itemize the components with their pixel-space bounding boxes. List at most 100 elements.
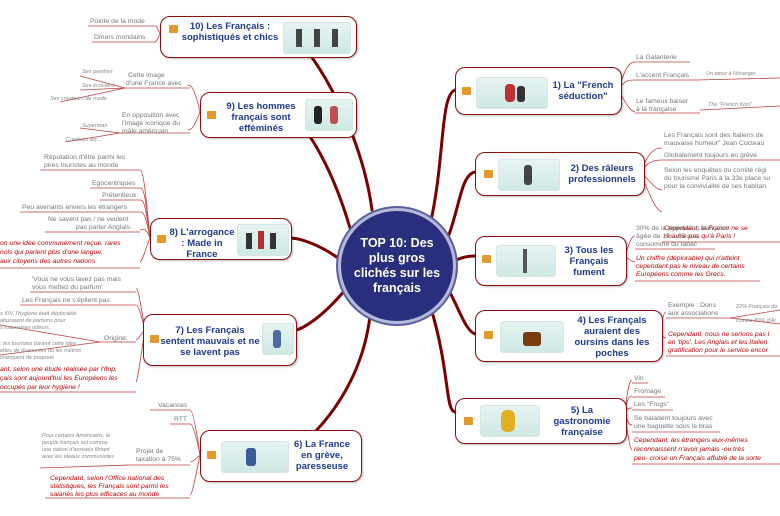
leaf-t1-french-kiss: The "French Kiss"	[708, 102, 752, 108]
topic-6-box[interactable]: 6) La France en grève, paresseuse	[200, 430, 362, 482]
topic-7-box[interactable]: 7) Les Français sentent mauvais et ne se…	[143, 314, 297, 366]
leaf-t2-cocteau-2: mauvaise humeur" Jean Cocteau	[664, 140, 765, 147]
leaf-t8-idee-3: aux citoyens des autres nations	[0, 258, 96, 265]
topic-10-box[interactable]: 10) Les Français : sophistiqués et chics	[160, 16, 357, 58]
leaf-t6-cependant-2: statistiques, les Français sont parmi le…	[50, 483, 169, 490]
topic-4-illustration	[500, 321, 564, 353]
topic-3-title: 3) Tous les Français fument	[564, 245, 614, 278]
leaf-t2-enquete-1: Selon les enquêtes du comité régi	[664, 167, 767, 174]
leaf-t9-cowboys: Cowboys etc...	[66, 137, 103, 143]
leaf-t3-stat-3: consomme du tabac	[636, 241, 698, 248]
leaf-t1-baiser: Le fameux baiser	[636, 98, 689, 105]
topic-3-illustration	[496, 245, 556, 277]
leaf-t10-mode: Pointe de la mode	[90, 18, 145, 25]
central-topic[interactable]: TOP 10: Des plus gros clichés sur les fr…	[338, 208, 456, 324]
topic-4-box[interactable]: 4) Les Français auraient des oursins dan…	[475, 310, 663, 362]
leaf-t8-egocentriques: Egocentriques	[92, 180, 136, 187]
leaf-t8-peu-avenants: Peu avenants envers les étrangers	[22, 204, 128, 211]
topic-10-title: 10) Les Français : sophistiqués et chics	[181, 21, 279, 43]
topic-6-title: 6) La France en grève, paresseuse	[294, 439, 350, 472]
leaf-t3-note-1: Un chiffre (déplorable) qui n'atteint	[636, 255, 740, 262]
leaf-t7-epilent: Les Français ne s'épilent pas	[22, 297, 110, 304]
leaf-t2-greve: Globalement toujours en grève	[664, 152, 757, 159]
note-icon	[207, 451, 216, 459]
note-icon	[484, 170, 493, 178]
leaf-t9-createurs: Ses créateurs de mode	[50, 96, 107, 102]
topic-3-box[interactable]: 3) Tous les Français fument	[475, 236, 627, 286]
leaf-t5-baguette-2: une baguette sous le bras	[634, 423, 713, 430]
leaf-t2-cependant-2: résume pas qu'à Paris !	[664, 233, 736, 240]
leaf-t7-origine: Origine:	[104, 335, 128, 342]
leaf-t3-stat-1: 30% de la population française	[636, 225, 729, 232]
leaf-t7-touristes-1: : les touristes bavent cette idée	[0, 341, 76, 347]
central-topic-title: TOP 10: Des plus gros clichés sur les fr…	[353, 236, 441, 295]
leaf-t8-anglais-1: Ne savent pas / ne veulent	[48, 216, 129, 223]
leaf-t9-opposition-3: mâle américain	[122, 128, 169, 135]
leaf-t6-taxation-2: taxation à 75%	[136, 456, 181, 463]
leaf-t1-galanterie: La Galanterie	[636, 54, 677, 61]
leaf-t2-cependant-1: Cependant, la France ne se	[664, 225, 748, 232]
leaf-t4-dons-2: aux associations	[668, 310, 719, 317]
topic-9-title: 9) Les hommes français sont efféminés	[226, 101, 296, 134]
leaf-t1-accent-note: Un atout à l'étranger	[706, 71, 756, 77]
leaf-t7-origine-1: s XIV, l'hygiène était déplorable.	[0, 311, 78, 317]
leaf-t7-ifop-2: çais sont aujourd'hui les Européens les	[0, 375, 118, 382]
leaf-t6-vacances: Vacances	[158, 402, 188, 409]
leaf-t4-tips-1: Cependant, nous ne serions pas l	[668, 331, 770, 338]
leaf-t2-enquete-3: pour la convivialité de ses habitan	[664, 183, 767, 190]
leaf-t9-opposition-1: En opposition avec	[122, 112, 180, 119]
topic-10-illustration	[283, 22, 351, 54]
leaf-t10-diners: Dîners mondains	[94, 34, 146, 41]
leaf-t6-cependant-3: salariés les plus efficaces au monde	[50, 491, 160, 498]
note-icon	[207, 111, 216, 119]
topic-8-title: 8) L'arrogance : Made in France	[169, 227, 235, 260]
leaf-t6-americains-3: une nation d'assistés flirtant	[42, 447, 110, 453]
topic-4-title: 4) Les Français auraient des oursins dan…	[574, 315, 650, 359]
topic-6-illustration	[221, 441, 289, 473]
leaf-t6-americains-4: avec les idéaux communistes	[42, 454, 114, 460]
topic-8-illustration	[237, 224, 289, 256]
topic-1-box[interactable]: 1) La "French séduction"	[455, 67, 622, 115]
leaf-t4-dons-1: Exemple : Dons	[668, 302, 716, 309]
leaf-t3-note-2: cependant pas le niveau de certains	[636, 263, 745, 270]
topic-2-box[interactable]: 2) Des râleurs professionnels	[475, 152, 645, 196]
leaf-t7-ifop-1: ant, selon une étude réalisée par l'Ifop…	[0, 366, 117, 373]
leaf-t5-cependant-2: reconnaissent n'avoir jamais -ou très	[634, 446, 745, 453]
note-icon	[150, 335, 159, 343]
leaf-t8-touristes-2: pires touristes au monde	[44, 162, 119, 169]
leaf-t9-image-1: Cette image	[128, 72, 165, 79]
leaf-t8-anglais-2: pas parler Anglais	[76, 224, 131, 231]
leaf-t5-baguette-1: Se baladent toujours avec	[634, 415, 713, 422]
topic-7-title: 7) Les Français sentent mauvais et ne se…	[160, 325, 260, 358]
topic-5-box[interactable]: 5) La gastronomie française	[455, 398, 627, 444]
leaf-t5-cependant-1: Cependant, les étrangers eux-mêmes	[634, 437, 748, 444]
leaf-t6-taxation-1: Projet de	[136, 448, 164, 455]
leaf-t7-ifop-3: occupés par leur hygiène !	[0, 384, 80, 391]
note-icon	[464, 417, 473, 425]
leaf-t5-vin: Vin	[634, 375, 644, 382]
leaf-t9-ecrivains: Ses écrivains	[82, 83, 115, 89]
leaf-t7-origine-2: abusaient de parfums pour	[0, 318, 66, 324]
leaf-t1-baiser-2: à la française	[636, 106, 677, 113]
leaf-t6-americains-1: Pour certains Américains, le	[42, 433, 111, 439]
topic-8-box[interactable]: 8) L'arrogance : Made in France	[150, 218, 292, 260]
topic-2-title: 2) Des râleurs professionnels	[568, 163, 636, 185]
leaf-t9-image-2: d'une France avec	[126, 80, 182, 87]
note-icon	[462, 87, 471, 95]
leaf-t8-idee-2: nols qui parlent plus d'une langue,	[0, 249, 103, 256]
topic-1-illustration	[476, 77, 548, 109]
topic-5-title: 5) La gastronomie française	[553, 405, 611, 438]
leaf-t7-parfum-2: vous mettez du parfum'	[32, 284, 103, 291]
leaf-t5-fromage: Fromage	[634, 388, 662, 395]
leaf-t9-superman: Superman	[82, 123, 108, 129]
leaf-t9-peintres: Ses peintres	[82, 69, 113, 75]
topic-9-box[interactable]: 9) Les hommes français sont efféminés	[200, 92, 357, 138]
leaf-t9-opposition-2: l'image iconique du	[122, 120, 180, 127]
leaf-t5-frogs: Les "Frogs"	[634, 401, 670, 408]
note-icon	[157, 235, 166, 243]
note-icon	[484, 331, 493, 339]
leaf-t7-parfum-1: 'Vous ne vous lavez pas mais	[32, 276, 121, 283]
leaf-t3-stat-2: âgée de 15 à 85 ans	[636, 233, 698, 240]
note-icon	[169, 25, 178, 33]
